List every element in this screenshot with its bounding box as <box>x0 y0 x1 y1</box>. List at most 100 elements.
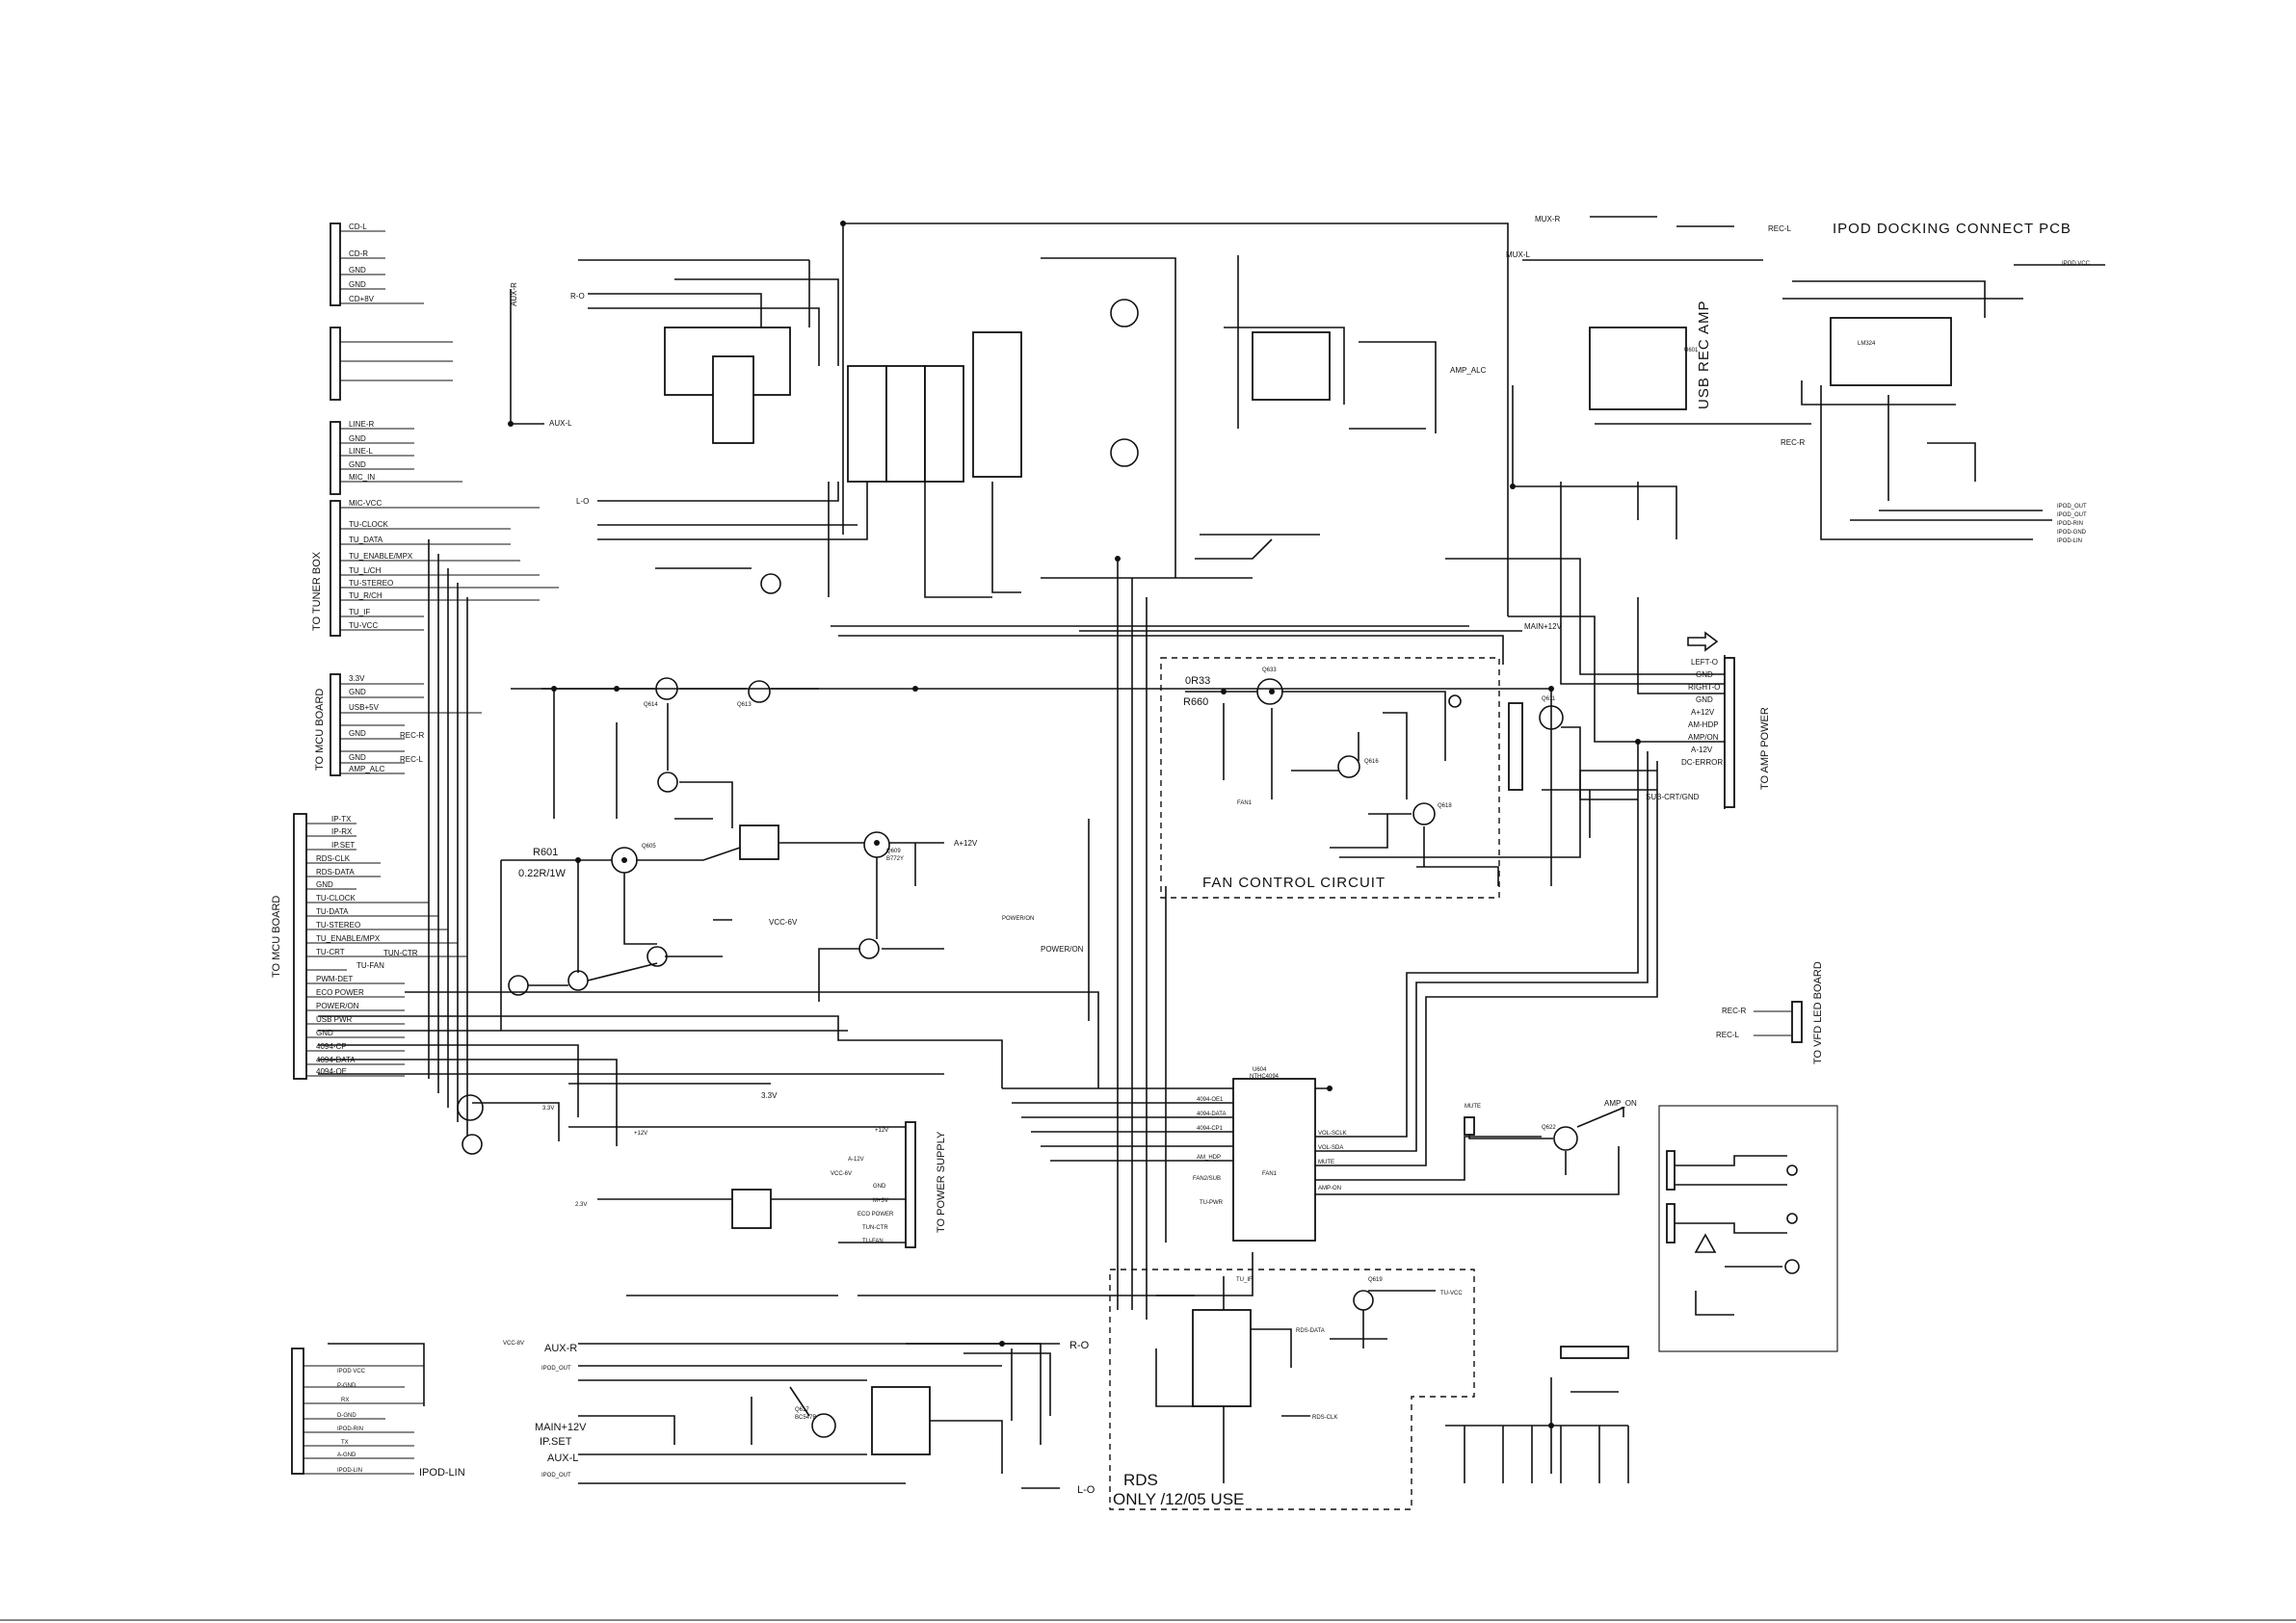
sr-right-fan1: FAN1 <box>1262 1171 1278 1177</box>
u604-part-label: NTHC4094 <box>1250 1074 1280 1080</box>
r601-label: R601 <box>533 847 558 858</box>
main-12v-bottom: MAIN+12V <box>535 1422 587 1433</box>
ipod-out-bottom: IPOD_OUT <box>541 1366 571 1372</box>
cd-pcb-connector: CD-L CD-R GND GND CD+8V <box>330 223 424 306</box>
ipod-l-dgnd: D-GND <box>337 1413 356 1419</box>
q617-label: Q617 <box>795 1407 809 1413</box>
mcu-3v3: 3.3V <box>349 674 365 683</box>
tb-tu-vcc: TU-VCC <box>349 621 378 630</box>
q618-label: Q618 <box>1438 803 1452 809</box>
tu-vcc-rds: TU-VCC <box>1440 1291 1463 1296</box>
ipod-l-lin: IPOD-LIN <box>337 1468 362 1474</box>
ipod-l-vcc: IPOD VCC <box>337 1369 366 1374</box>
v33-small-label: 3.3V <box>542 1106 554 1112</box>
tb-tu-stereo: TU-STEREO <box>349 579 393 588</box>
ipod-pcb-rin: IPOD-RIN <box>2057 521 2083 527</box>
q611-label: Q611 <box>1542 696 1556 702</box>
tuner-box-connector: MIC-VCC TU-CLOCK TU_DATA TU_ENABLE/MPX T… <box>330 499 559 637</box>
mm-4094-cp: 4094-CP <box>316 1042 347 1051</box>
amp-power-connector: LEFT-O GND RIGHT-O GND A+12V AM-HDP AMP/… <box>1524 622 1735 808</box>
mux-l-label: MUX-L <box>1506 250 1530 259</box>
amp-a-12v: A-12V <box>1691 746 1713 754</box>
rds-clk-label: RDS-CLK <box>1312 1415 1337 1421</box>
mm-rds-clk: RDS-CLK <box>316 854 351 863</box>
to-mcu-board-top-label: TO MCU BOARD <box>314 689 326 771</box>
amp-on-label: AMP_ON <box>1604 1099 1637 1108</box>
tb-tu-data: TU_DATA <box>349 536 383 544</box>
ipod-bottom-connector: IPOD VCC P-GND RX D-GND IPOD-RIN TX A-GN… <box>291 1341 524 1479</box>
to-amp-power-label: TO AMP POWER <box>1759 707 1771 790</box>
vfd-switch-parts <box>1666 1150 1800 1316</box>
input-selector-area: R-O L-O <box>570 259 1022 598</box>
tb-tu-if: TU_IF <box>349 608 370 616</box>
mm-power-on: POWER/ON <box>316 1002 359 1010</box>
aux-r-label: AUX-R <box>510 282 518 306</box>
rec-l-top-label: REC-L <box>1768 224 1792 233</box>
ps-vcc-6v: VCC-6V <box>831 1171 852 1177</box>
q633-label: Q633 <box>1262 668 1277 673</box>
ip-set-bottom: IP.SET <box>540 1436 572 1448</box>
ps-plus12v: +12V <box>875 1128 888 1134</box>
q622-area: MUTE AMP_ON Q622 <box>1464 1099 1637 1175</box>
lm324-label: LM324 <box>1858 341 1876 347</box>
ipod-l-agnd: A-GND <box>337 1453 356 1458</box>
ps-eco: ECO POWER <box>858 1212 894 1217</box>
ps-tu-fan: TU-FAN <box>862 1239 884 1244</box>
b772y-label: B772Y <box>886 856 904 862</box>
mm-tu-stereo: TU-STEREO <box>316 921 360 929</box>
amp-right-o: RIGHT-O <box>1688 683 1720 692</box>
line-r-label: LINE-R <box>349 420 374 429</box>
u601-label: U601 <box>1684 348 1699 353</box>
rds-boundary <box>1109 1269 1475 1510</box>
vfd-rec-l: REC-L <box>1716 1031 1740 1039</box>
cd-8v-label: CD+8V <box>349 295 375 303</box>
sr-right-sclk: VOL-SCLK <box>1318 1131 1347 1137</box>
mcu-top-connector: 3.3V GND USB+5V REC-R GND REC-L GND AMP_… <box>330 673 482 776</box>
power-on-top-label: POWER/ON <box>1002 916 1034 922</box>
mm-4094-oe: 4094-OE <box>316 1067 347 1076</box>
ipod-lin-big: IPOD-LIN <box>419 1467 465 1479</box>
mcu-gnd3: GND <box>349 753 366 762</box>
aux-r-bottom: AUX-R <box>544 1343 577 1354</box>
amp-gnd2: GND <box>1696 695 1713 704</box>
line-l-label: LINE-L <box>349 447 373 456</box>
mm-ip-set: IP.SET <box>331 841 355 850</box>
ipod-docking-pcb-title: IPOD DOCKING CONNECT PCB <box>1833 221 2072 237</box>
amp-left-o: LEFT-O <box>1691 658 1718 667</box>
rec-r-top-label: REC-R <box>1781 438 1806 447</box>
fan-control-boundary <box>1160 657 1500 899</box>
amp-sub-crt: SUB-CRT/GND <box>1646 793 1700 801</box>
ipod-l-pgnd: P-GND <box>337 1383 356 1389</box>
tun-ctr-label: TUN-CTR <box>383 949 418 957</box>
vcc-8v-label: VCC-8V <box>503 1341 524 1347</box>
line-gnd1-label: GND <box>349 434 366 443</box>
mute-label: MUTE <box>1465 1104 1481 1110</box>
bc547b-label: BC547B <box>795 1415 816 1421</box>
bottom-mixer-stage: AUX-R IPOD_OUT MAIN+12V IP.SET AUX-L IPO… <box>535 1340 1095 1496</box>
mm-eco: ECO POWER <box>316 988 364 997</box>
ipod-l-rin: IPOD-RIN <box>337 1427 363 1432</box>
amp-amp-on: AMP/ON <box>1688 733 1719 742</box>
mcu-usb5v: USB+5V <box>349 703 380 712</box>
sr-left-oe1: 4094-OE1 <box>1197 1097 1224 1103</box>
vcc-6v-label: VCC-6V <box>769 918 798 927</box>
q611-area: Q611 <box>1508 696 1657 838</box>
to-vfd-led-label: TO VFD LED BOARD <box>1812 961 1824 1064</box>
plus12v-label: +12V <box>634 1131 647 1137</box>
aux-jack: AUX-R AUX-L <box>330 282 572 428</box>
mcu-main-connector: IP-TX IP-RX IP.SET RDS-CLK RDS-DATA GND … <box>293 813 467 1080</box>
ipod-pcb-gnd: IPOD-GND <box>2057 530 2087 536</box>
mm-tu-fan: TU-FAN <box>356 961 384 970</box>
l-o-bottom: L-O <box>1077 1484 1095 1496</box>
vfd-switch-boundary <box>1658 1105 1838 1352</box>
tb-tu-enable: TU_ENABLE/MPX <box>349 552 413 561</box>
ps-m3v: M+3V <box>873 1198 888 1204</box>
ipod-pcb-out1: IPOD_OUT <box>2057 504 2087 510</box>
tb-tu-clock: TU-CLOCK <box>349 520 389 529</box>
power-supply-connector: +12V A-12V VCC-6V GND M+3V ECO POWER TUN… <box>457 1091 916 1248</box>
r-o-label-top: R-O <box>570 292 585 301</box>
ipod-out-bottom2: IPOD_OUT <box>541 1473 571 1479</box>
decoupling-bank <box>1445 1346 1629 1483</box>
ipod-vcc-top-label: IPOD.VCC <box>2062 261 2091 267</box>
